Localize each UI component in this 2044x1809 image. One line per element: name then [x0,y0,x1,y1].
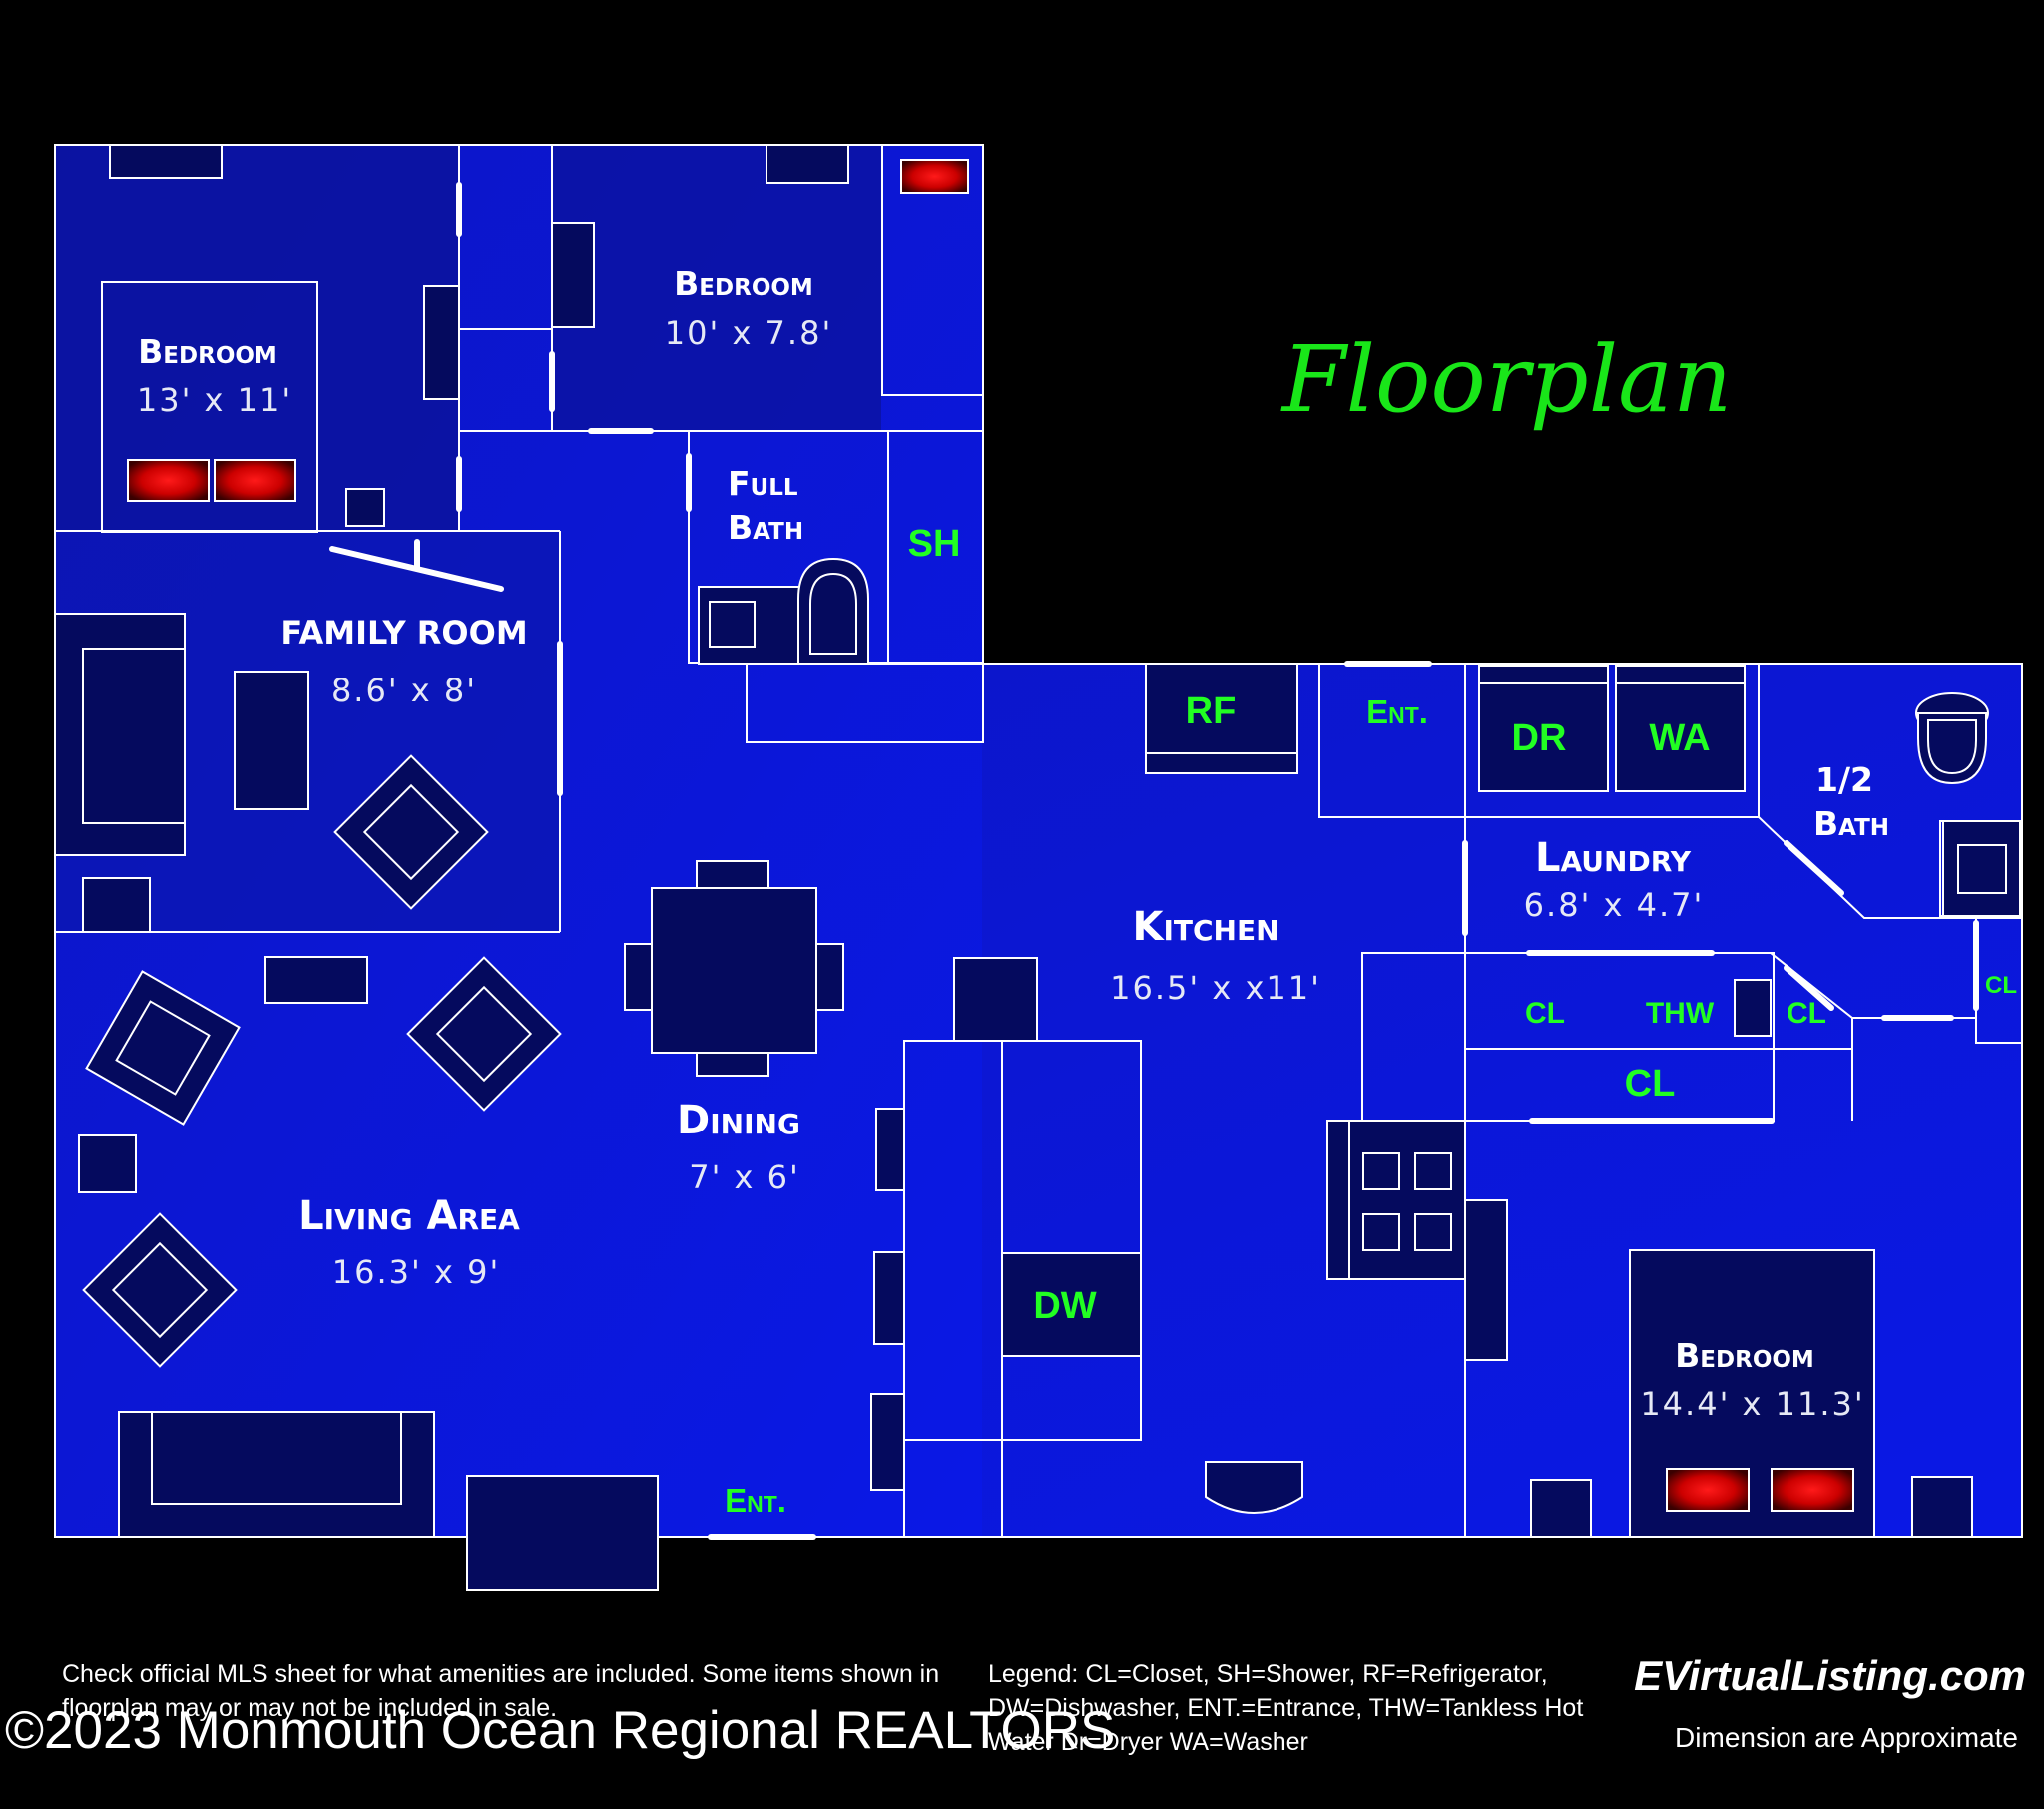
room-label-kitchen: Kitchen [1132,904,1278,950]
room-dim-laundry: 6.8' x 4.7' [1524,886,1705,924]
armchair [333,754,489,910]
room-dim-bedroom-2: 10' x 7.8' [665,314,832,352]
room-dim-bedroom-1: 13' x 11' [137,381,292,419]
room-dim-dining: 7' x 6' [689,1158,800,1196]
window-unit [109,144,223,179]
code-ent-top: Ent. [1366,693,1428,730]
room-dim-living-area: 16.3' x 9' [332,1253,500,1291]
fixture-codes: SH RF Ent. DR WA CL THW CL CL CL DW Ent. [725,523,2017,1519]
furniture [54,144,2021,1591]
room-label-bedroom-3: Bedroom [1675,1336,1814,1375]
code-dw: DW [1033,1285,1096,1327]
room-dim-family-room: 8.6' x 8' [331,672,477,709]
room-label-bedroom-2: Bedroom [674,264,813,303]
room-dim-bedroom-3: 14.4' x 11.3' [1640,1385,1864,1423]
room-label-living-area: Living Area [298,1193,520,1239]
heater [900,159,969,194]
code-cl-1: CL [1525,997,1565,1030]
room-labels: Bedroom 13' x 11' Bedroom 10' x 7.8' Ful… [137,264,1889,1423]
room-label-bath: Bath [728,508,803,547]
code-thw: THW [1646,997,1715,1030]
heater [1666,1468,1750,1512]
code-rf: RF [1186,690,1237,732]
code-wa: WA [1649,717,1710,759]
room-label-family-room: FAMILY ROOM [280,614,527,652]
code-sh: SH [908,523,961,565]
room-label-half-bath: Bath [1813,804,1889,843]
heaters [127,159,1854,1512]
disclaimer-text: Check official MLS sheet for what amenit… [62,1660,940,1722]
room-label-half: 1/2 [1815,760,1873,799]
code-cl-4: CL [1985,972,2017,999]
approx-note: Dimension are Approximate [1675,1722,2018,1753]
code-cl-3: CL [1625,1063,1676,1105]
brand-link[interactable]: EVirtualListing.com [1634,1652,2026,1699]
legend-text: Legend: CL=Closet, SH=Shower, RF=Refrige… [988,1660,1584,1756]
code-cl-2: CL [1787,997,1826,1030]
doors [329,182,1979,1540]
room-dim-kitchen: 16.5' x x11' [1110,969,1321,1007]
heater [214,459,296,502]
armchair [85,970,241,1126]
armchair [82,1212,238,1368]
room-label-full: Full [728,464,798,503]
room-label-bedroom-1: Bedroom [138,332,277,371]
copyright-text: ©2023 Monmouth Ocean Regional REALTORS [5,1701,1116,1760]
code-ent-bottom: Ent. [725,1482,786,1519]
armchair [406,956,562,1112]
room-label-dining: Dining [677,1098,800,1143]
floorplan-title: Floorplan [1280,326,1732,433]
room-label-laundry: Laundry [1535,835,1692,881]
code-dr: DR [1512,717,1567,759]
heater [127,459,210,502]
heater [1771,1468,1854,1512]
